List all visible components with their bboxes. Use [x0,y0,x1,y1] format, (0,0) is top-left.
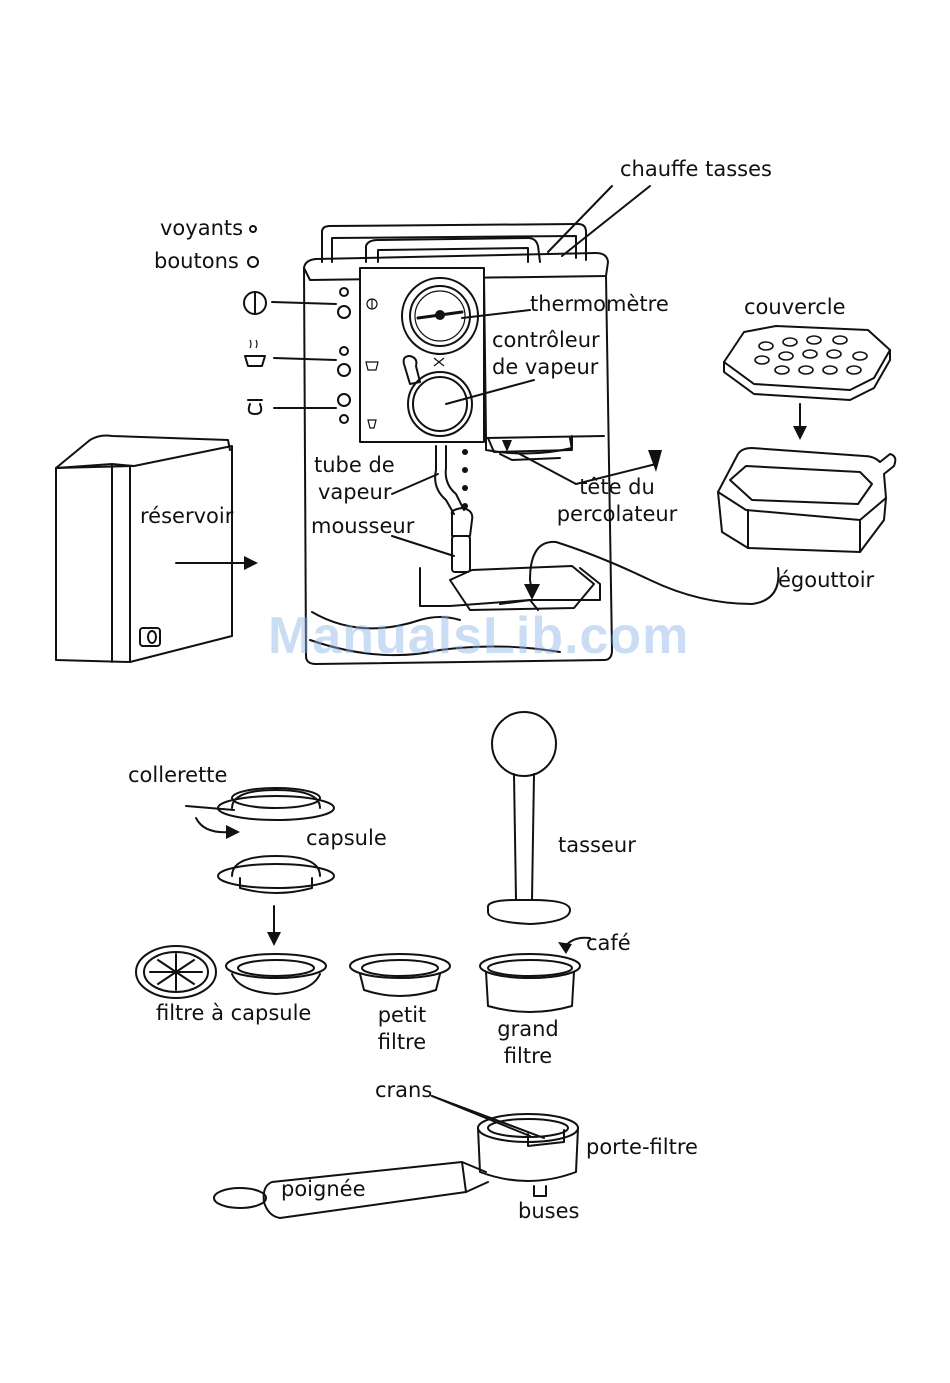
label-filtre-a-capsule: filtre à capsule [156,1000,311,1027]
label-grand-line2: filtre [488,1043,568,1070]
label-controleur-line2: de vapeur [492,354,600,381]
label-tasseur: tasseur [558,832,636,859]
label-tete-line2: percolateur [550,501,684,528]
label-couvercle: couvercle [744,294,846,321]
label-mousseur: mousseur [311,513,414,540]
label-boutons: boutons [154,248,239,275]
watermark: ManualsLib.com [268,606,689,666]
label-buses: buses [518,1198,579,1225]
label-chauffe-tasses: chauffe tasses [620,156,772,183]
label-egouttoir: égouttoir [778,567,874,594]
label-capsule: capsule [306,825,387,852]
label-porte-filtre: porte-filtre [586,1134,698,1161]
tamper-illustration [488,712,570,924]
label-crans: crans [375,1077,432,1104]
label-tube-line2: vapeur [314,479,395,506]
label-controleur-line1: contrôleur [492,327,600,354]
label-thermometre: thermomètre [530,291,669,318]
label-collerette: collerette [128,762,227,789]
label-grand-filtre: grand filtre [488,1016,568,1070]
label-controleur-de-vapeur: contrôleur de vapeur [492,327,600,381]
label-petit-line2: filtre [362,1029,442,1056]
reservoir-illustration [56,436,232,663]
label-tube-de-vapeur: tube de vapeur [314,452,395,506]
label-tete-line1: tête du [550,474,684,501]
label-voyants: voyants [160,215,243,242]
label-reservoir: réservoir [140,503,233,530]
label-tube-line1: tube de [314,452,395,479]
label-poignee: poignée [281,1176,366,1203]
label-tete-du-percolateur: tête du percolateur [550,474,684,528]
label-petit-line1: petit [362,1002,442,1029]
label-petit-filtre: petit filtre [362,1002,442,1056]
espresso-machine-body [176,186,662,664]
label-grand-line1: grand [488,1016,568,1043]
label-cafe: café [586,930,631,957]
